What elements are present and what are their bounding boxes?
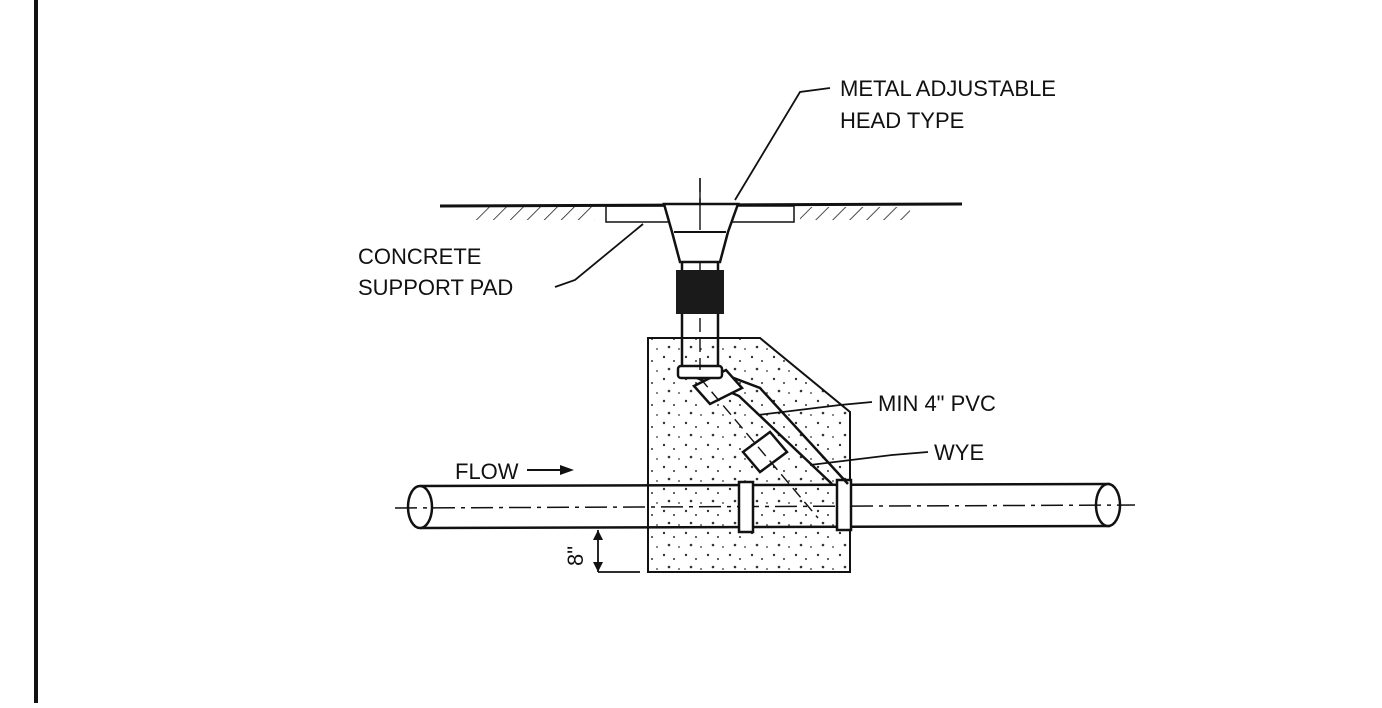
label-head-line1: METAL ADJUSTABLE [840,76,1056,101]
leader-lines [554,87,929,466]
label-wye: WYE [934,440,984,465]
metal-adjustable-head [662,178,740,264]
label-head-line2: HEAD TYPE [840,108,964,133]
label-pad-line2: SUPPORT PAD [358,275,513,300]
label-pvc: MIN 4" PVC [878,391,996,416]
label-dimension: 8" [563,546,588,566]
wye-branch-pipe [682,368,849,519]
ground-surface [439,202,963,220]
label-flow: FLOW [455,459,519,484]
riser-coupling-band [676,270,724,314]
flow-arrow [527,465,574,475]
main-pipe [394,478,1136,534]
label-pad-line1: CONCRETE [358,244,481,269]
dimension-8in [593,530,640,573]
